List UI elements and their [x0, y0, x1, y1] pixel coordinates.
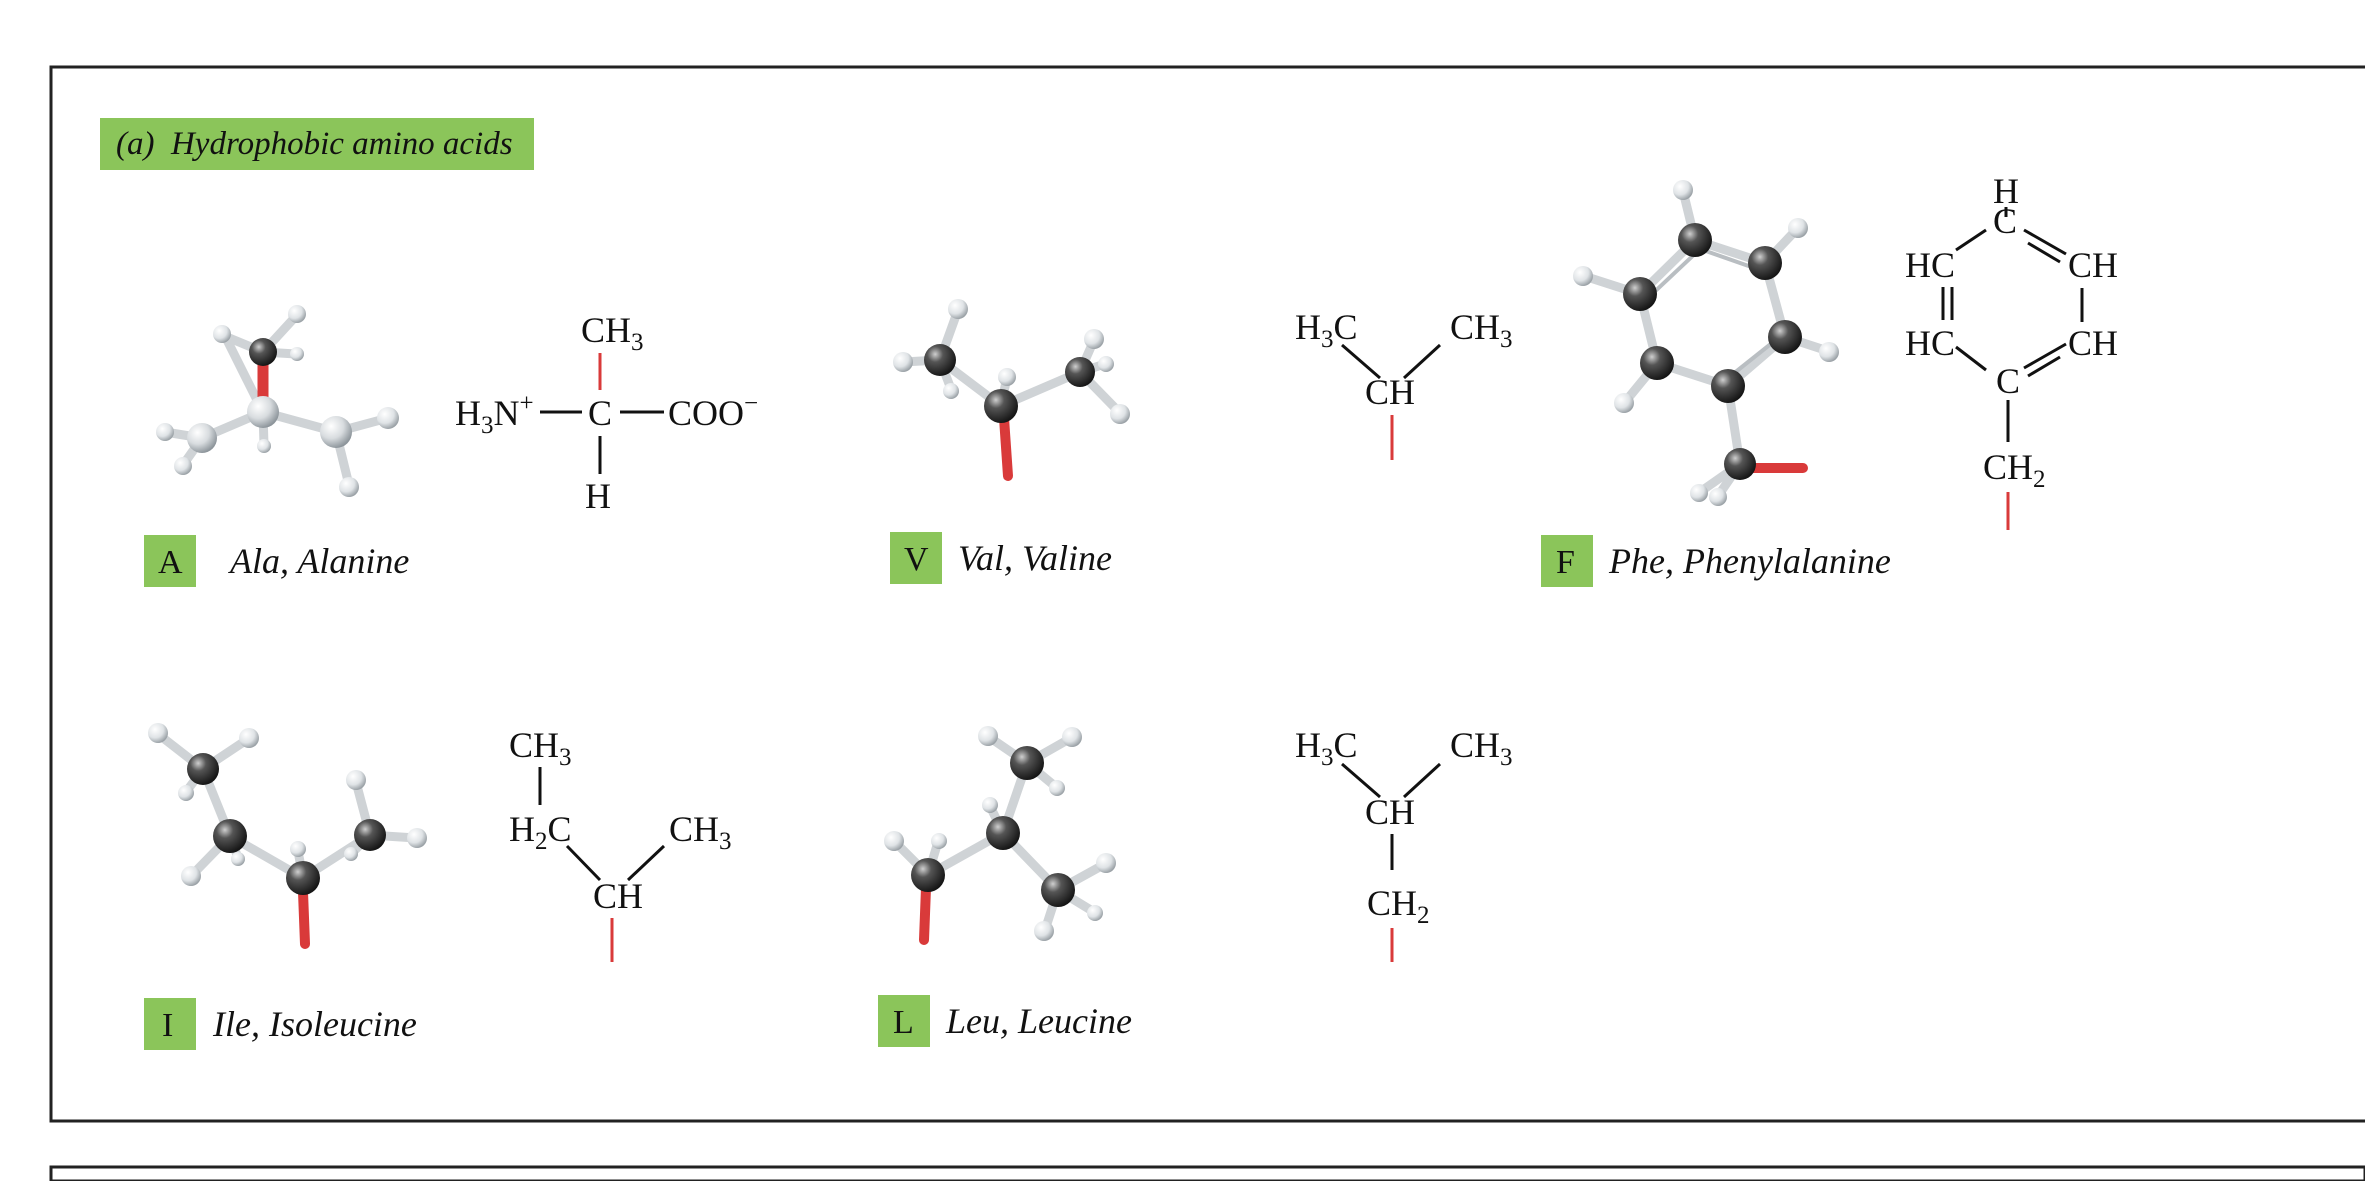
next-panel-frame — [49, 1165, 2365, 1183]
valine-h3c-left: H3C — [1295, 307, 1358, 353]
ile-ch3-right: CH3 — [669, 809, 732, 855]
valine-code-badge — [890, 532, 942, 584]
phe-c-top: C — [1993, 201, 2017, 241]
isoleucine-ball-and-stick — [148, 723, 427, 949]
leucine-name: Leu, Leucine — [945, 1001, 1132, 1041]
leucine-structural-formula: H3C CH3 CH CH2 — [1295, 725, 1513, 962]
phe-ring-bonds — [1941, 228, 2084, 442]
phenylalanine-label: F Phe, Phenylalanine — [1541, 535, 1891, 587]
isoleucine-name: Ile, Isoleucine — [212, 1004, 417, 1044]
phe-ch-upper: CH — [2068, 245, 2118, 285]
alanine-code: A — [158, 544, 183, 581]
phe-h-top: H — [1993, 171, 2019, 211]
phe-c-bottom: C — [1996, 361, 2020, 401]
valine-code: V — [904, 541, 929, 578]
leu-ch-center: CH — [1365, 792, 1415, 832]
phe-hc-upper: HC — [1905, 245, 1955, 285]
ile-h2c: H2C — [509, 809, 572, 855]
phe-hc-lower: HC — [1905, 323, 1955, 363]
alanine-h3n-left: H3N+ — [455, 390, 534, 439]
valine-ball-and-stick — [893, 299, 1130, 481]
isoleucine-code: I — [162, 1007, 173, 1044]
ile-ch-bottom: CH — [593, 876, 643, 916]
valine-structural-formula: H3C CH3 CH — [1295, 307, 1513, 460]
alanine-alpha-carbon: C — [588, 393, 612, 433]
alanine-coo-right: COO− — [668, 390, 758, 433]
phe-ch-lower: CH — [2068, 323, 2118, 363]
alanine-ch3-top: CH3 — [581, 310, 644, 356]
valine-ch-center: CH — [1365, 372, 1415, 412]
panel-frame — [49, 65, 2365, 1123]
section-title-group: (a) Hydrophobic amino acids — [100, 118, 534, 170]
alanine-h-bottom: H — [585, 476, 611, 516]
alanine-structural-formula: CH3 H3N+ C COO− H — [455, 310, 758, 516]
alanine-label: A Ala, Alanine — [144, 535, 409, 587]
phe-ch2: CH2 — [1983, 447, 2046, 493]
section-title: (a) Hydrophobic amino acids — [116, 126, 513, 162]
isoleucine-code-badge — [144, 998, 196, 1050]
phenylalanine-code: F — [1556, 544, 1575, 581]
leucine-ball-and-stick — [884, 726, 1116, 945]
leu-h3c-left: H3C — [1295, 725, 1358, 771]
alanine-name: Ala, Alanine — [228, 541, 409, 581]
alanine-ball-and-stick — [156, 305, 399, 497]
leu-ch3-right: CH3 — [1450, 725, 1513, 771]
phenylalanine-code-badge — [1541, 535, 1593, 587]
leucine-code-badge — [878, 995, 930, 1047]
isoleucine-label: I Ile, Isoleucine — [144, 998, 417, 1050]
valine-name: Val, Valine — [958, 538, 1112, 578]
phenylalanine-ball-and-stick — [1573, 180, 1839, 506]
leu-ch2: CH2 — [1367, 883, 1430, 929]
leucine-code: L — [893, 1004, 914, 1041]
alanine-code-badge — [144, 535, 196, 587]
phenylalanine-structural-formula: H C HC CH HC CH C CH2 — [1905, 171, 2118, 530]
section-title-background — [100, 118, 534, 170]
leucine-label: L Leu, Leucine — [878, 995, 1132, 1047]
phenylalanine-name: Phe, Phenylalanine — [1608, 541, 1891, 581]
valine-ch3-right: CH3 — [1450, 307, 1513, 353]
valine-label: V Val, Valine — [890, 532, 1112, 584]
isoleucine-structural-formula: CH3 H2C CH3 CH — [509, 725, 732, 962]
ile-ch3-top: CH3 — [509, 725, 572, 771]
